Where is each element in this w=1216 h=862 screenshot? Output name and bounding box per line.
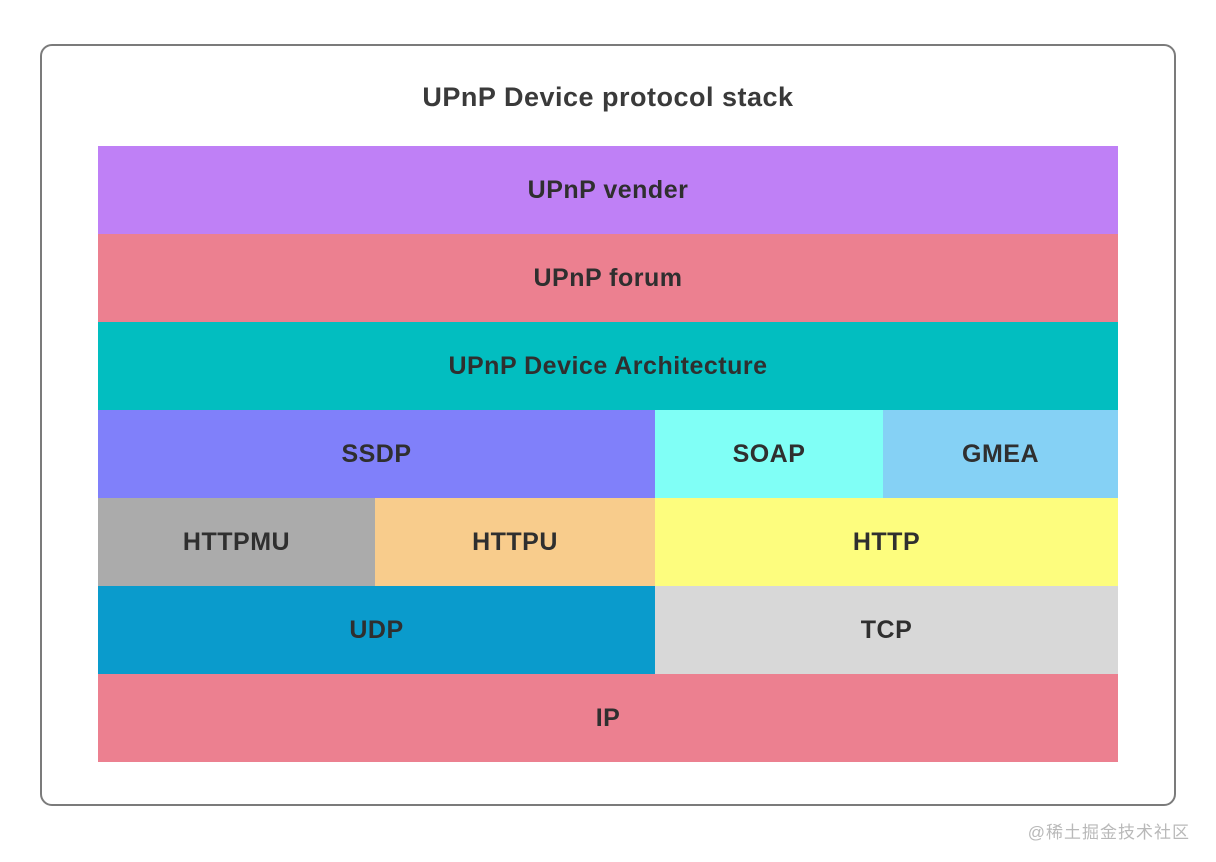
layer-row-forum: UPnP forum bbox=[98, 234, 1118, 322]
layer-gmea: GMEA bbox=[883, 410, 1118, 498]
layer-tcp: TCP bbox=[655, 586, 1118, 674]
layer-http: HTTP bbox=[655, 498, 1118, 586]
watermark: @稀土掘金技术社区 bbox=[1027, 823, 1190, 842]
layer-httpmu: HTTPMU bbox=[98, 498, 375, 586]
layer-soap: SOAP bbox=[655, 410, 883, 498]
layer-ip: IP bbox=[98, 674, 1118, 762]
layer-upnp-device-architecture: UPnP Device Architecture bbox=[98, 322, 1118, 410]
layer-upnp-vendor: UPnP vender bbox=[98, 146, 1118, 234]
layer-httpu: HTTPU bbox=[375, 498, 655, 586]
layer-row-http: HTTPMU HTTPU HTTP bbox=[98, 498, 1118, 586]
layer-row-vendor: UPnP vender bbox=[98, 146, 1118, 234]
page-title: UPnP Device protocol stack bbox=[422, 82, 794, 112]
layer-udp: UDP bbox=[98, 586, 655, 674]
layer-row-discovery: SSDP SOAP GMEA bbox=[98, 410, 1118, 498]
diagram-card: UPnP Device protocol stack UPnP vender U… bbox=[40, 44, 1176, 806]
layer-row-transport: UDP TCP bbox=[98, 586, 1118, 674]
protocol-stack: UPnP vender UPnP forum UPnP Device Archi… bbox=[98, 146, 1118, 762]
layer-row-architecture: UPnP Device Architecture bbox=[98, 322, 1118, 410]
layer-upnp-forum: UPnP forum bbox=[98, 234, 1118, 322]
layer-row-network: IP bbox=[98, 674, 1118, 762]
layer-ssdp: SSDP bbox=[98, 410, 655, 498]
